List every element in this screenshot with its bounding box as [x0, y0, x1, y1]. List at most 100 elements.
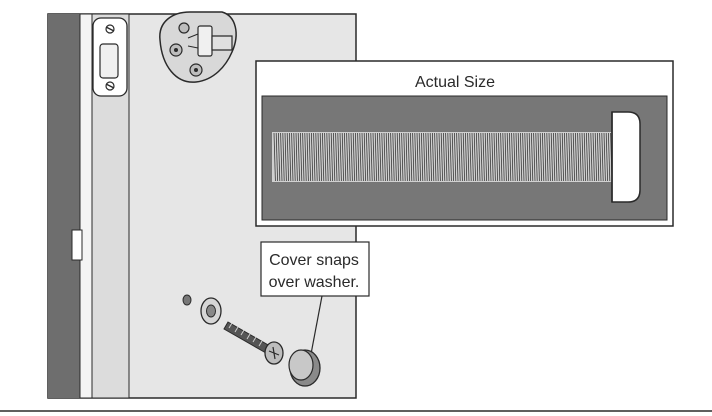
thread-line: [528, 132, 531, 182]
thread-line: [392, 132, 395, 182]
thread-line: [278, 132, 281, 182]
thread-line: [381, 132, 384, 182]
callout-line-1: Cover snaps: [269, 252, 359, 269]
thread-line: [489, 132, 492, 182]
thread-line: [275, 132, 278, 182]
thread-line: [476, 132, 479, 182]
thread-line: [447, 132, 450, 182]
thread-line: [462, 132, 465, 182]
thread-line: [603, 132, 606, 182]
thread-line: [605, 132, 608, 182]
thread-line: [412, 132, 415, 182]
thread-line: [557, 132, 560, 182]
thread-line: [440, 132, 443, 182]
thread-line: [295, 132, 298, 182]
thread-line: [601, 132, 604, 182]
thread-line: [451, 132, 454, 182]
thread-line: [581, 132, 584, 182]
thread-line: [555, 132, 558, 182]
thread-line: [396, 132, 399, 182]
mounting-screw: [223, 321, 284, 365]
thread-line: [403, 132, 406, 182]
thread-line: [502, 132, 505, 182]
thread-line: [374, 132, 377, 182]
thread-line: [322, 132, 325, 182]
screw-cover-cap: [288, 349, 321, 387]
latch-strike-plate: [92, 17, 128, 97]
thread-line: [427, 132, 430, 182]
door-jamb-strip: [79, 13, 93, 399]
thread-line: [594, 132, 597, 182]
thread-line: [363, 132, 366, 182]
thread-line: [471, 132, 474, 182]
thread-line: [410, 132, 413, 182]
thread-line: [553, 132, 556, 182]
thread-line: [377, 132, 380, 182]
thread-line: [504, 132, 507, 182]
actual-size-screw-head: [611, 111, 641, 203]
thread-line: [306, 132, 309, 182]
thread-line: [535, 132, 538, 182]
thread-line: [590, 132, 593, 182]
thread-line: [291, 132, 294, 182]
thread-line: [572, 132, 575, 182]
thread-line: [500, 132, 503, 182]
thread-line: [515, 132, 518, 182]
thread-line: [544, 132, 547, 182]
washer: [200, 297, 222, 325]
thread-line: [436, 132, 439, 182]
thread-line: [495, 132, 498, 182]
thread-line: [366, 132, 369, 182]
thread-line: [539, 132, 542, 182]
thread-line: [289, 132, 292, 182]
callout-line-2: over washer.: [269, 274, 360, 291]
hardware-parts: [182, 294, 321, 387]
thread-line: [319, 132, 322, 182]
thread-line: [286, 132, 289, 182]
thread-line: [352, 132, 355, 182]
thread-line: [478, 132, 481, 182]
thread-line: [394, 132, 397, 182]
thread-line: [335, 132, 338, 182]
thread-line: [333, 132, 336, 182]
thread-line: [456, 132, 459, 182]
thread-line: [550, 132, 553, 182]
thread-line: [566, 132, 569, 182]
thread-line: [414, 132, 417, 182]
thread-line: [280, 132, 283, 182]
thread-line: [390, 132, 393, 182]
thread-line: [324, 132, 327, 182]
thread-line: [531, 132, 534, 182]
thread-line: [416, 132, 419, 182]
thread-line: [425, 132, 428, 182]
thread-line: [313, 132, 316, 182]
thread-line: [575, 132, 578, 182]
thread-line: [491, 132, 494, 182]
thread-line: [355, 132, 358, 182]
thread-line: [469, 132, 472, 182]
door-edge-slot: [71, 229, 83, 261]
thread-line: [326, 132, 329, 182]
thread-line: [429, 132, 432, 182]
thread-line: [344, 132, 347, 182]
thread-line: [359, 132, 362, 182]
thread-line: [454, 132, 457, 182]
thread-line: [293, 132, 296, 182]
thread-line: [337, 132, 340, 182]
thread-line: [597, 132, 600, 182]
thread-line: [592, 132, 595, 182]
inset-title: Actual Size: [415, 74, 495, 91]
thread-line: [542, 132, 545, 182]
thread-line: [361, 132, 364, 182]
thread-line: [317, 132, 320, 182]
thread-line: [465, 132, 468, 182]
thread-line: [498, 132, 501, 182]
thread-line: [304, 132, 307, 182]
thread-line: [341, 132, 344, 182]
thread-line: [482, 132, 485, 182]
thread-line: [467, 132, 470, 182]
thread-line: [493, 132, 496, 182]
thread-line: [282, 132, 285, 182]
door-screw-hole: [182, 294, 192, 306]
